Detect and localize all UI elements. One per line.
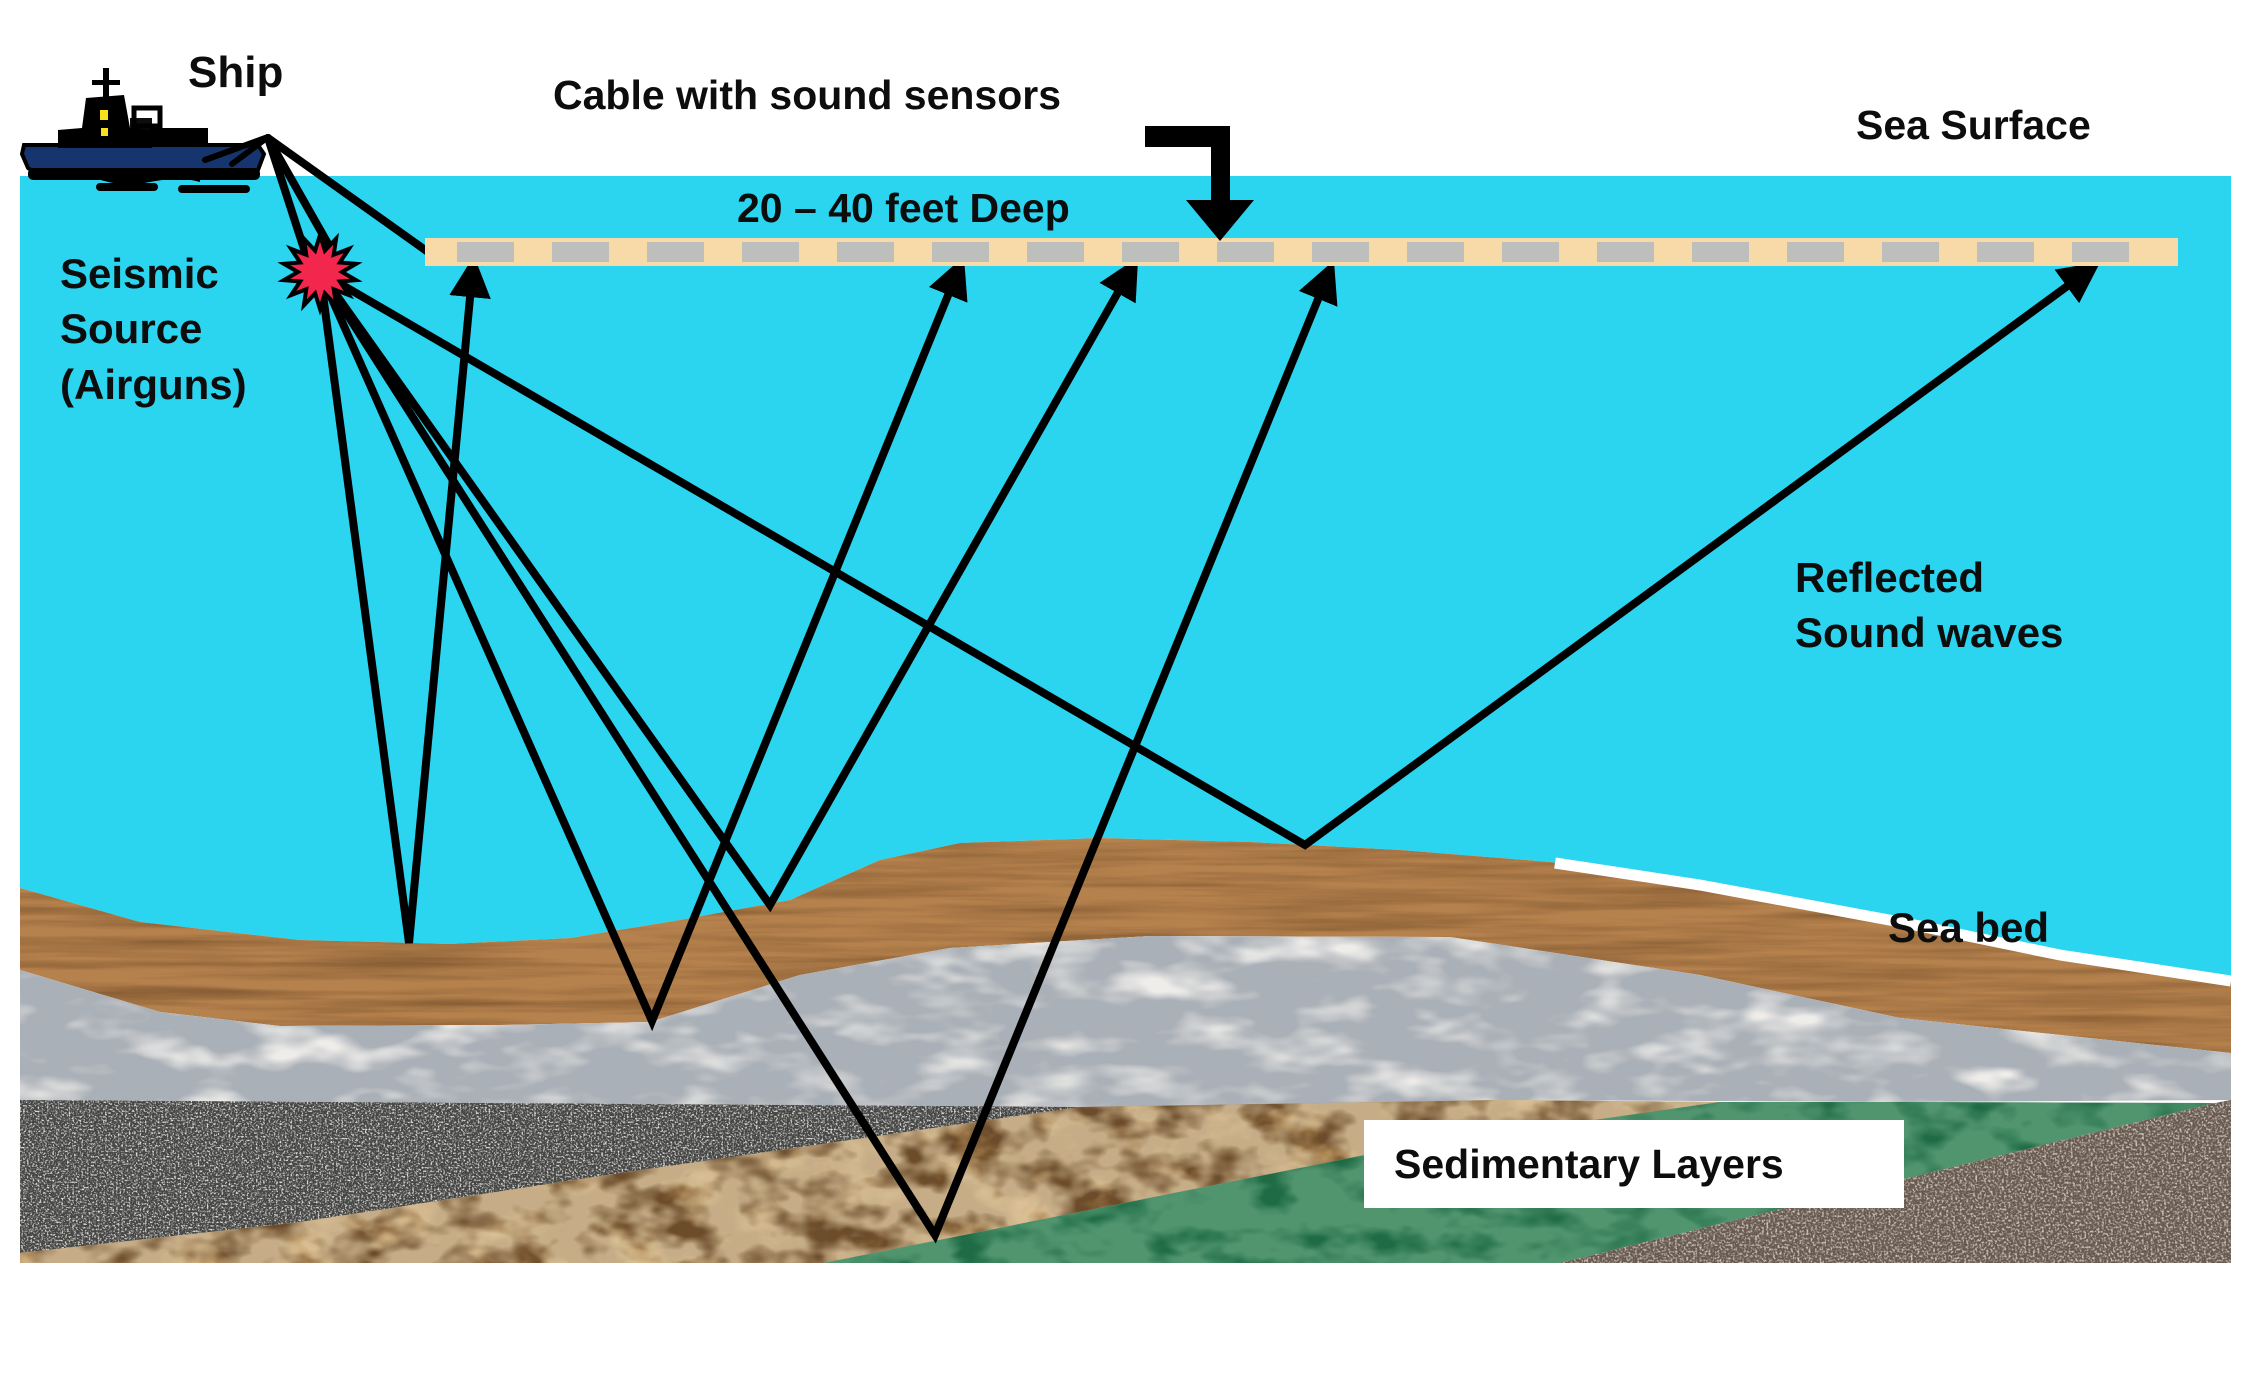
sea-water: [20, 176, 2231, 981]
cable-pointer-arrow: [1145, 126, 1254, 241]
sound-sensor: [1027, 242, 1084, 262]
sound-sensor: [1787, 242, 1844, 262]
sound-sensor: [2072, 242, 2129, 262]
seabed-white-gap: [1554, 857, 2232, 987]
sound-sensor: [1407, 242, 1464, 262]
seismic-source-label: Seismic Source (Airguns): [60, 250, 247, 408]
ship-superstructure: [58, 95, 152, 148]
sound-sensor: [1597, 242, 1654, 262]
crumpled-brown-layer: [20, 1100, 1720, 1263]
sound-sensor: [1122, 242, 1179, 262]
sedimentary-layers-label: Sedimentary Layers: [1394, 1140, 1784, 1187]
cable-label: Cable with sound sensors: [553, 72, 1062, 118]
sound-sensor: [552, 242, 609, 262]
sound-sensor: [457, 242, 514, 262]
sound-sensors: [457, 242, 2129, 262]
sea-surface-label: Sea Surface: [1856, 102, 2091, 148]
marble-layer: [20, 936, 2231, 1107]
sound-sensor: [1502, 242, 1559, 262]
sound-ray: [316, 256, 1139, 913]
ship-illustration: [19, 68, 271, 193]
sound-ray: [316, 255, 491, 944]
sound-sensor: [1692, 242, 1749, 262]
sound-ray: [316, 256, 968, 1032]
reflected-waves-label: Reflected Sound waves: [1795, 554, 2064, 657]
sound-ray: [316, 261, 2101, 850]
sound-ray: [316, 260, 1338, 1244]
sound-wave-rays: [316, 255, 2101, 1244]
sound-sensor: [837, 242, 894, 262]
ship-label: Ship: [188, 48, 284, 97]
sensor-cable: [425, 238, 2178, 266]
tow-line: [264, 134, 309, 256]
sound-sensor: [1977, 242, 2034, 262]
tow-line: [264, 134, 432, 256]
seabed-layer: [20, 838, 2231, 1053]
sea-bed-label: Sea bed: [1888, 904, 2050, 951]
sound-sensor: [1312, 242, 1369, 262]
sound-sensor: [647, 242, 704, 262]
ship-window: [101, 128, 108, 136]
seismic-source-burst: [277, 228, 363, 316]
sedimentary-layers-box: Sedimentary Layers: [1364, 1120, 1904, 1208]
sound-sensor: [1882, 242, 1939, 262]
sound-sensor: [932, 242, 989, 262]
depth-label: 20 – 40 feet Deep: [737, 185, 1070, 231]
speckle-layer: [20, 1100, 1080, 1253]
sound-sensor: [1217, 242, 1274, 262]
ship-window: [100, 110, 108, 120]
sound-sensor: [742, 242, 799, 262]
